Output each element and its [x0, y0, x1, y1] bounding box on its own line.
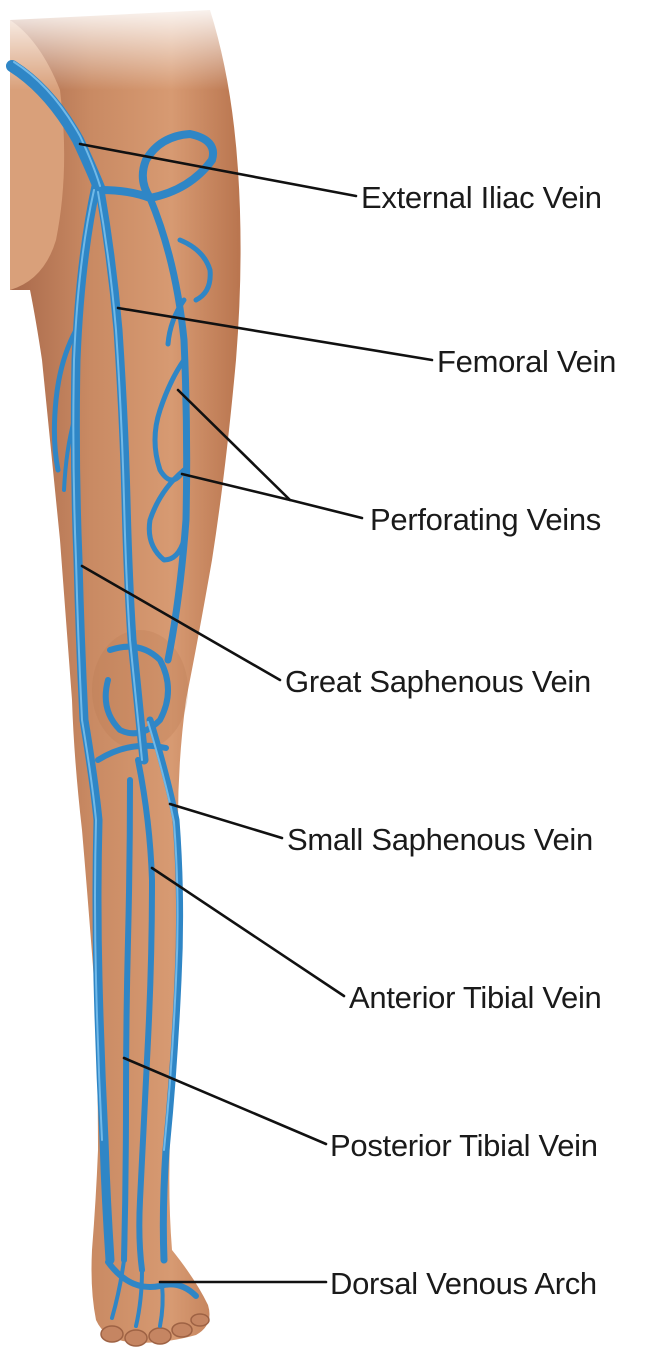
leader-small-saphenous-vein	[170, 804, 282, 838]
label-great-saphenous-vein: Great Saphenous Vein	[285, 664, 591, 699]
fade-top	[0, 0, 260, 90]
label-dorsal-venous-arch: Dorsal Venous Arch	[330, 1266, 597, 1301]
label-femoral-vein: Femoral Vein	[437, 344, 616, 379]
labels: External Iliac Vein Femoral Vein Perfora…	[285, 180, 616, 1301]
label-perforating-veins: Perforating Veins	[370, 502, 601, 537]
leg-illustration	[0, 0, 260, 1346]
label-anterior-tibial-vein: Anterior Tibial Vein	[349, 980, 601, 1015]
label-small-saphenous-vein: Small Saphenous Vein	[287, 822, 593, 857]
label-posterior-tibial-vein: Posterior Tibial Vein	[330, 1128, 598, 1163]
label-external-iliac-vein: External Iliac Vein	[361, 180, 602, 215]
